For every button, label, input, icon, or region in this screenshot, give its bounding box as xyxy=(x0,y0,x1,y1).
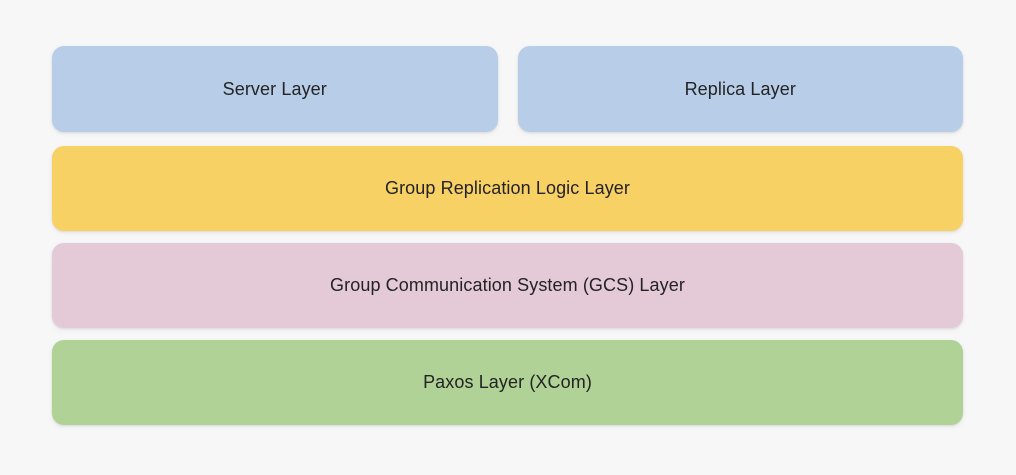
layer-row-paxos: Paxos Layer (XCom) xyxy=(52,340,963,425)
layer-label-paxos: Paxos Layer (XCom) xyxy=(423,372,592,393)
layer-box-group-replication-logic[interactable]: Group Replication Logic Layer xyxy=(52,146,963,231)
layer-box-gcs[interactable]: Group Communication System (GCS) Layer xyxy=(52,243,963,328)
layer-row-gcs: Group Communication System (GCS) Layer xyxy=(52,243,963,328)
layer-box-server[interactable]: Server Layer xyxy=(52,46,498,132)
layer-stack: Server Layer Replica Layer Group Replica… xyxy=(52,46,963,425)
layer-box-paxos[interactable]: Paxos Layer (XCom) xyxy=(52,340,963,425)
layer-row-top-split: Server Layer Replica Layer xyxy=(52,46,963,132)
layer-row-group-replication-logic: Group Replication Logic Layer xyxy=(52,146,963,231)
layer-label-replica: Replica Layer xyxy=(684,78,796,99)
layer-label-gcs: Group Communication System (GCS) Layer xyxy=(330,275,685,296)
layer-label-server: Server Layer xyxy=(222,78,327,99)
layer-label-group-replication-logic: Group Replication Logic Layer xyxy=(384,178,631,199)
layer-box-replica[interactable]: Replica Layer xyxy=(517,46,963,132)
